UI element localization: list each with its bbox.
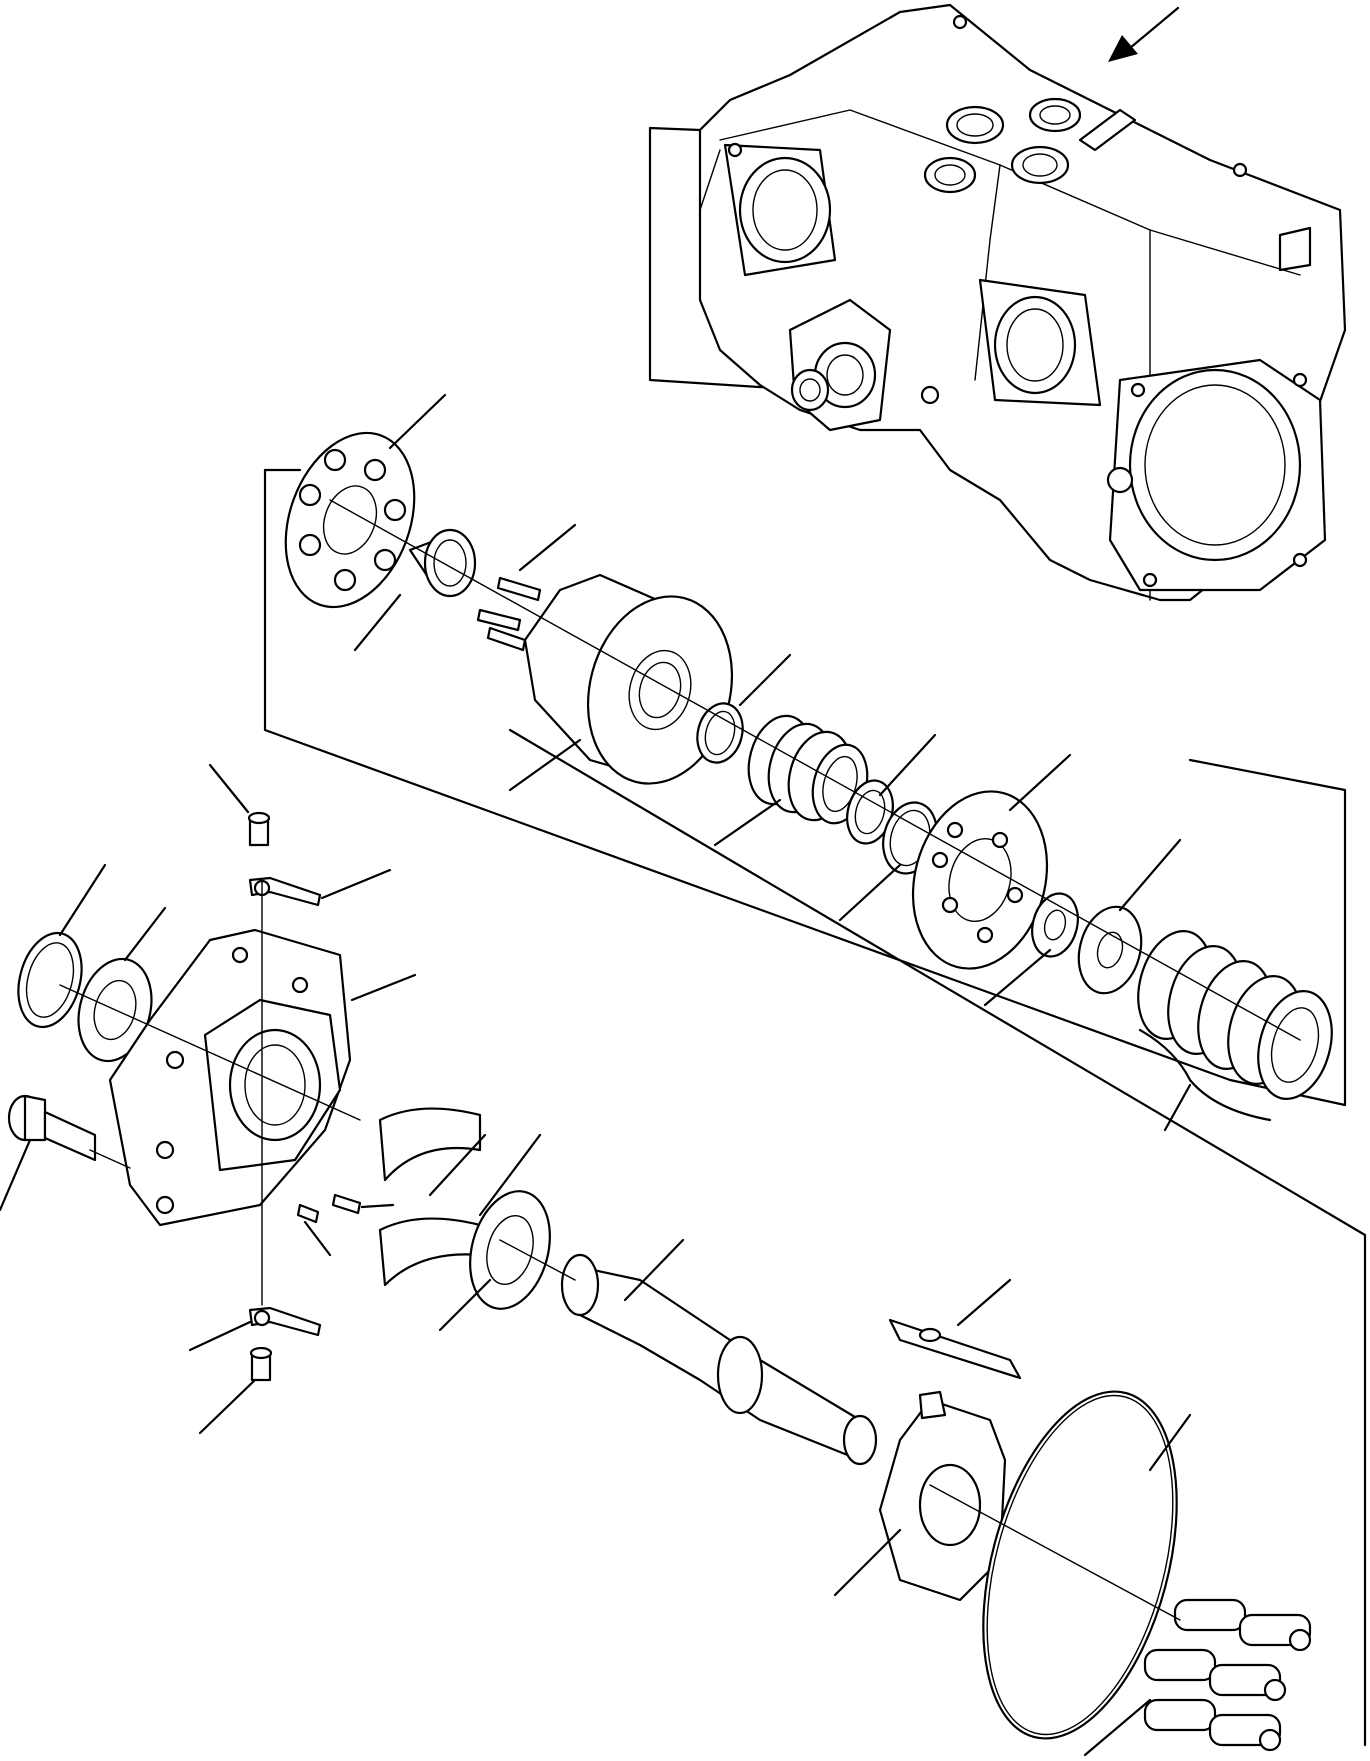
valve-plate [284, 431, 416, 609]
retainer-washer [846, 779, 894, 845]
front-group-frame [508, 728, 1367, 1747]
assembly-centerlines [59, 499, 1301, 1621]
callout-leaders [0, 393, 1192, 1757]
mounting-bolt [7, 1094, 97, 1162]
drive-shaft [560, 1253, 878, 1466]
block-spring [747, 714, 869, 825]
o-ring [982, 1390, 1178, 1740]
swash-plate [878, 1390, 1007, 1602]
front-case [108, 928, 352, 1227]
pin-upper [247, 811, 271, 847]
rotating-group-frame [263, 468, 1347, 1107]
pin-lower [249, 1346, 273, 1382]
lock-clip-upper [248, 876, 322, 907]
cradle-bearings [378, 1107, 482, 1287]
spring-set [1137, 930, 1333, 1122]
piston-shoe-set [1143, 1598, 1312, 1752]
retaining-ring [17, 931, 83, 1029]
needle-bearing [408, 528, 477, 598]
lock-clip-lower [248, 1306, 322, 1337]
dowel-small [296, 1193, 362, 1224]
servo-arm [888, 1318, 1022, 1380]
pump-housing [698, 3, 1347, 602]
dowel-pins [476, 576, 542, 652]
view-direction-arrow [1108, 6, 1180, 62]
retainer-plate [911, 790, 1049, 970]
thrust-washer [696, 702, 744, 764]
cylinder-block [523, 573, 734, 785]
